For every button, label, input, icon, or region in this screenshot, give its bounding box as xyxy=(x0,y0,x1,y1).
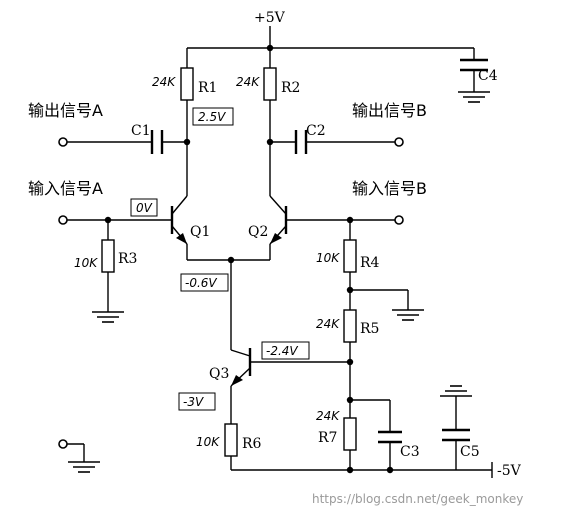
resistor-r6: 10K R6 xyxy=(196,423,262,457)
junction-dots xyxy=(104,44,394,474)
input-a-terminal xyxy=(58,215,68,225)
r1-value: 24K xyxy=(152,75,176,89)
output-b-terminal xyxy=(394,137,404,147)
r4-ref: R4 xyxy=(360,255,380,271)
svg-text:-0.6V: -0.6V xyxy=(185,276,217,290)
r7-value: 24K xyxy=(316,409,340,423)
output-a-label: 输出信号A xyxy=(28,101,103,120)
ground-terminal xyxy=(58,439,68,449)
resistor-r3: 10K R3 xyxy=(74,239,137,273)
r1-ref: R1 xyxy=(198,80,217,96)
c2-ref: C2 xyxy=(306,123,326,139)
r6-ref: R6 xyxy=(242,436,262,452)
svg-text:0V: 0V xyxy=(136,201,153,215)
resistor-r5: 24K R5 xyxy=(316,309,379,343)
input-a-label: 输入信号A xyxy=(28,179,103,198)
r7-ref: R7 xyxy=(318,430,337,446)
ground-icon xyxy=(92,311,124,323)
input-b-terminal xyxy=(394,215,404,225)
voltage-tag-q1-base: 0V xyxy=(130,198,158,217)
watermark-text: https://blog.csdn.net/geek_monkey xyxy=(312,492,523,506)
capacitor-c3: C3 xyxy=(378,430,420,460)
r5-value: 24K xyxy=(316,317,340,331)
resistor-r7: 24K R7 xyxy=(316,409,357,451)
r3-value: 10K xyxy=(74,256,98,270)
capacitor-c4: C4 xyxy=(460,58,498,84)
ground-icon xyxy=(440,385,472,412)
transistor-q3: Q3 xyxy=(209,348,252,387)
r4-value: 10K xyxy=(316,251,340,265)
r5-ref: R5 xyxy=(360,321,379,337)
svg-text:2.5V: 2.5V xyxy=(198,110,226,124)
ground-icon xyxy=(458,91,490,103)
voltage-tag-q3-emitter: -3V xyxy=(178,392,216,411)
q1-ref: Q1 xyxy=(190,224,210,240)
c1-ref: C1 xyxy=(131,123,151,139)
svg-text:-3V: -3V xyxy=(183,395,204,409)
resistor-r1: 24K R1 xyxy=(152,67,217,101)
svg-text:-2.4V: -2.4V xyxy=(266,344,298,358)
ground-icon xyxy=(68,461,100,473)
capacitor-c5: C5 xyxy=(442,428,480,460)
voltage-tag-emitters: -0.6V xyxy=(180,273,229,292)
output-a-terminal xyxy=(58,137,68,147)
terminals xyxy=(58,137,404,449)
c3-ref: C3 xyxy=(400,444,420,460)
q2-ref: Q2 xyxy=(248,224,268,240)
input-b-label: 输入信号B xyxy=(352,179,427,198)
r6-value: 10K xyxy=(196,435,220,449)
transistor-q1: Q1 xyxy=(170,195,210,245)
r2-value: 24K xyxy=(236,75,260,89)
positive-supply-label: +5V xyxy=(254,10,286,26)
voltage-tag-q1-collector: 2.5V xyxy=(192,107,234,126)
transistor-q2: Q2 xyxy=(248,195,288,245)
resistor-r4: 10K R4 xyxy=(316,239,380,273)
ground-icon xyxy=(392,309,424,321)
r2-ref: R2 xyxy=(281,80,300,96)
c4-ref: C4 xyxy=(478,68,498,84)
resistor-r2: 24K R2 xyxy=(236,67,300,101)
c5-ref: C5 xyxy=(460,444,480,460)
capacitor-c2: C2 xyxy=(294,123,326,154)
voltage-tag-q3-base: -2.4V xyxy=(261,341,310,360)
r3-ref: R3 xyxy=(118,251,137,267)
negative-supply-label: -5V xyxy=(497,463,522,479)
capacitor-c1: C1 xyxy=(131,123,164,154)
q3-ref: Q3 xyxy=(209,366,229,382)
output-b-label: 输出信号B xyxy=(352,101,427,120)
